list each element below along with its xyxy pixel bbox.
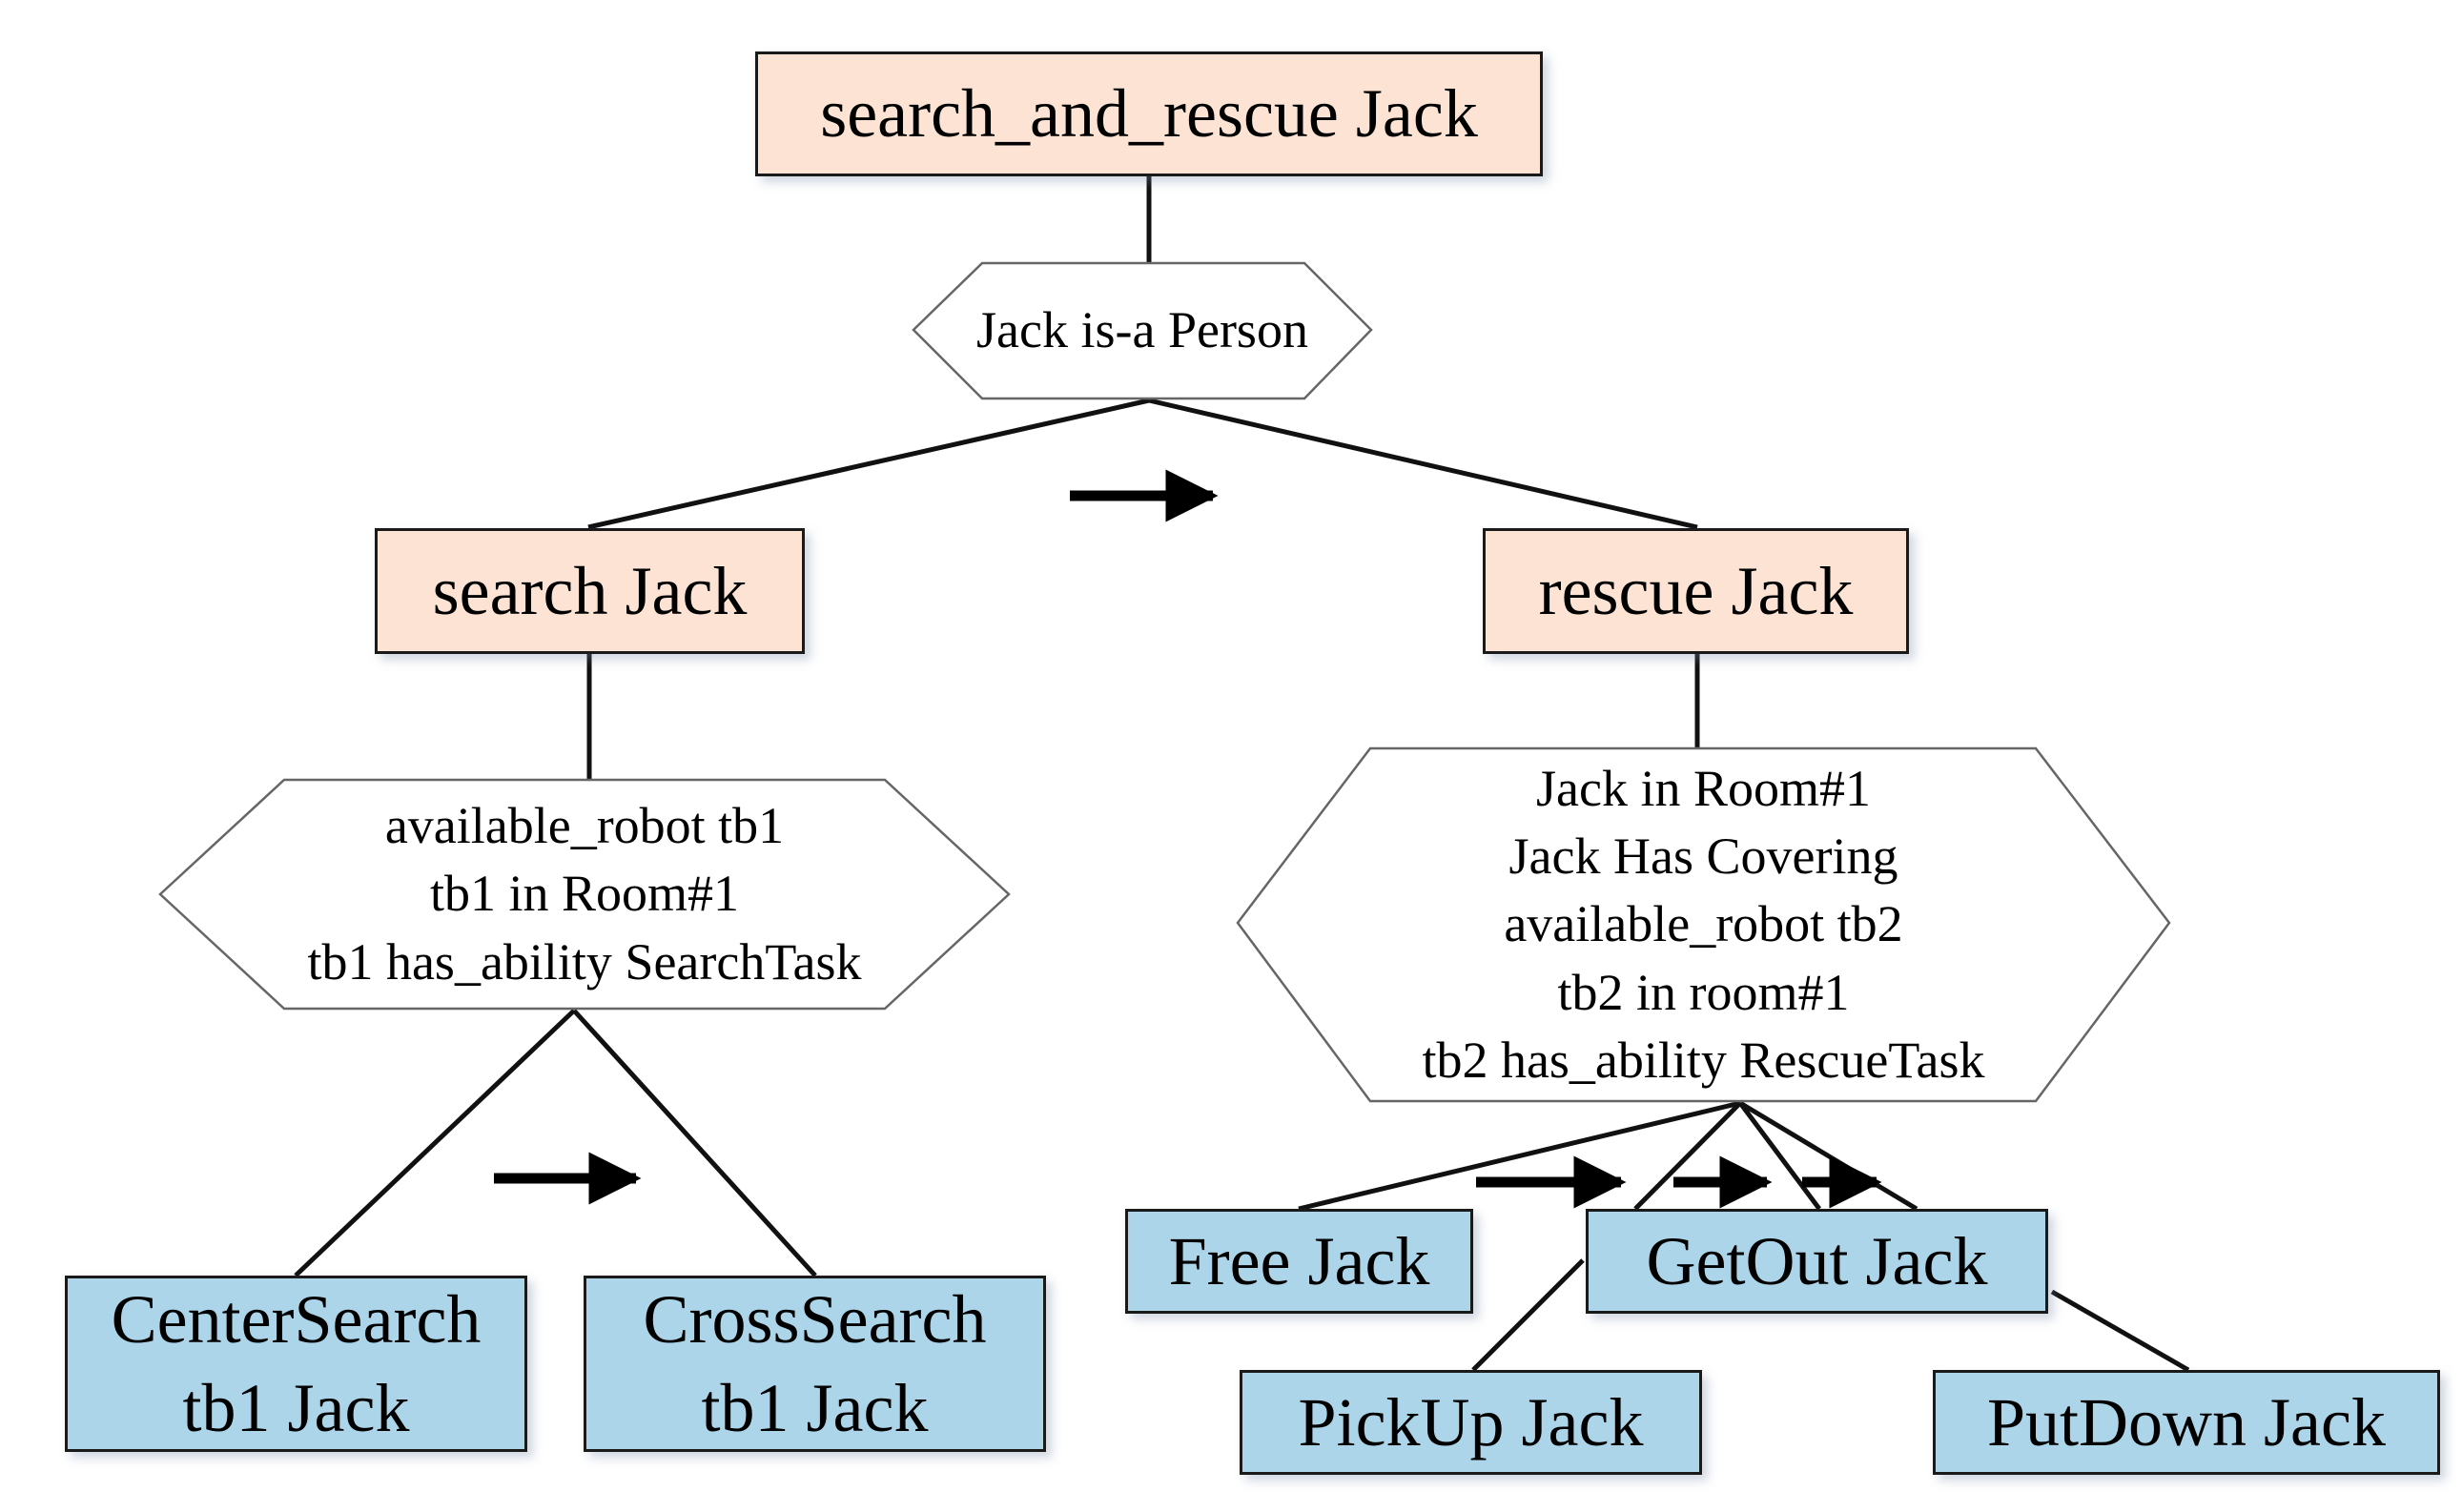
action-label: GetOut Jack <box>1646 1222 1988 1299</box>
condition-line: tb1 has_ability SearchTask <box>307 932 862 991</box>
edge-searchcond-to-crosssearch <box>572 1009 817 1277</box>
edge-rescuecond-to-free <box>1298 1100 1741 1212</box>
action-label: tb1 Jack <box>182 1369 410 1446</box>
condition-line: tb2 has_ability RescueTask <box>1422 1031 1985 1089</box>
edge-condition-to-search <box>587 398 1150 530</box>
edge-rescuecond-to-getout-c <box>1738 1100 1918 1212</box>
edge-condition-to-rescue <box>1148 398 1698 530</box>
condition-search-text: available_robot tb1 tb1 in Room#1 tb1 ha… <box>160 780 1009 1009</box>
task-search: search Jack <box>375 528 805 654</box>
condition-line: tb2 in room#1 <box>1557 963 1850 1021</box>
action-label: PutDown Jack <box>1987 1383 2386 1461</box>
task-rescue: rescue Jack <box>1483 528 1909 654</box>
condition-line: tb1 in Room#1 <box>429 865 740 923</box>
action-putdown: PutDown Jack <box>1933 1370 2440 1475</box>
condition-line: Jack Has Covering <box>1508 828 1898 886</box>
edge-getout-to-putdown <box>2050 1289 2190 1373</box>
condition-line: Jack in Room#1 <box>1536 759 1871 817</box>
edge-searchcond-to-centersearch <box>294 1009 576 1277</box>
condition-hexagon-rescue <box>1236 746 2171 1103</box>
condition-line: available_robot tb1 <box>384 797 785 855</box>
condition-root-text: Jack is-a Person <box>913 263 1371 398</box>
edge-getout-to-pickup <box>1471 1258 1585 1372</box>
condition-line: Jack is-a Person <box>976 301 1308 359</box>
condition-line: available_robot tb2 <box>1504 895 1903 953</box>
task-search-and-rescue: search_and_rescue Jack <box>755 51 1543 176</box>
action-label: Free Jack <box>1168 1222 1430 1299</box>
action-label: PickUp Jack <box>1298 1383 1644 1461</box>
edge-rescuecond-to-getout-a <box>1633 1101 1742 1211</box>
action-free: Free Jack <box>1125 1209 1473 1314</box>
action-label: CenterSearch <box>111 1281 482 1359</box>
action-label: CrossSearch <box>643 1281 987 1359</box>
action-getout: GetOut Jack <box>1586 1209 2048 1314</box>
action-cross-search: CrossSearch tb1 Jack <box>584 1276 1046 1452</box>
condition-hexagon-root <box>912 261 1373 400</box>
condition-rescue-text: Jack in Room#1 Jack Has Covering availab… <box>1238 748 2169 1101</box>
condition-hexagon-search <box>158 778 1011 1011</box>
action-center-search: CenterSearch tb1 Jack <box>65 1276 527 1452</box>
edge-rescuecond-to-getout-b <box>1737 1101 1822 1211</box>
action-pickup: PickUp Jack <box>1240 1370 1702 1475</box>
action-label: tb1 Jack <box>701 1369 929 1446</box>
